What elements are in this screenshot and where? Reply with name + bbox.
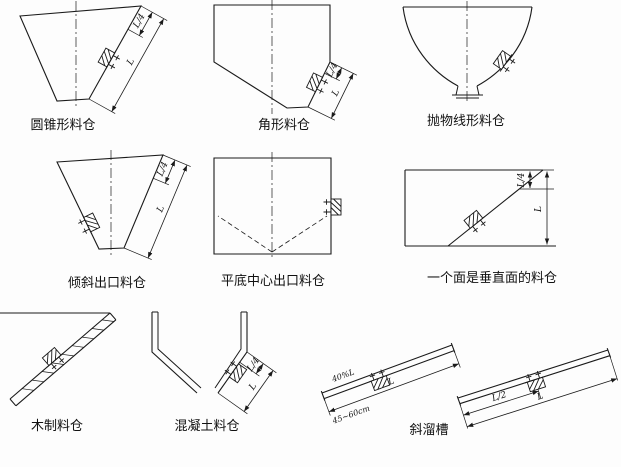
hopper-inner-wall xyxy=(152,311,247,389)
caption: 混凝土料仓 xyxy=(174,418,239,433)
dim-label-full: L xyxy=(534,206,544,213)
vertical-face-hopper-diagram: L/4 L 一个面是垂直面的料仓 xyxy=(404,169,557,285)
dim-label-full: L xyxy=(330,88,342,99)
caption: 木制料仓 xyxy=(31,418,83,433)
chute-right-outline xyxy=(456,348,612,406)
dim-line-full xyxy=(330,73,354,119)
caption: 一个面是垂直面的料仓 xyxy=(427,270,557,285)
dim-label-right-half: L/2 xyxy=(490,390,508,404)
wood-section-hatching xyxy=(21,319,114,391)
dim-line-full xyxy=(243,370,274,412)
wooden-hopper-diagram: 木制料仓 xyxy=(0,312,117,433)
vibrator-icon xyxy=(323,196,342,218)
conical-hopper-diagram: L/4 L 圆锥形料仓 xyxy=(19,1,168,132)
dim-label-right-full: L xyxy=(535,391,545,403)
hopper-outline xyxy=(404,169,556,247)
dim-label-left-full: L xyxy=(386,376,396,388)
dim-line-full xyxy=(147,164,188,259)
dim-label-full: L xyxy=(125,57,137,68)
dim-line-left-full xyxy=(328,363,460,413)
dim-extension-lines xyxy=(217,351,277,415)
dim-line-right-full xyxy=(467,378,618,427)
dim-label-quarter: L/4 xyxy=(517,172,527,188)
caption: 抛物线形料仓 xyxy=(427,113,505,128)
hopper-outline xyxy=(213,157,332,255)
hopper-outer-wall xyxy=(151,312,248,394)
caption: 角形料仓 xyxy=(258,117,310,132)
caption: 圆锥形料仓 xyxy=(30,117,95,132)
vibrator-icon xyxy=(75,210,102,238)
dim-label-quarter: L/4 xyxy=(245,356,262,375)
dim-label-left-offset: 45~60cm xyxy=(330,404,371,426)
inclined-outlet-hopper-diagram: L/4 L 倾斜出口料仓 xyxy=(56,150,191,290)
hopper-outline xyxy=(56,154,164,250)
hopper-outlet xyxy=(452,85,483,99)
internal-flow-dashed-lines xyxy=(217,215,328,253)
dim-label-full: L xyxy=(247,382,259,393)
caption: 倾斜出口料仓 xyxy=(68,275,146,290)
concrete-hopper-diagram: L/4 L 混凝土料仓 xyxy=(151,311,277,433)
inclined-chute-diagram: 40%L L 45~60cm L/2 L 斜溜槽 xyxy=(320,342,619,437)
flat-bottom-center-outlet-hopper-diagram: 平底中心出口料仓 xyxy=(213,152,342,288)
dim-label-full: L xyxy=(155,204,167,214)
dim-label-quarter: L/4 xyxy=(131,12,148,31)
caption: 平底中心出口料仓 xyxy=(221,273,325,288)
dim-line-full xyxy=(111,18,165,112)
dim-label-quarter: L/4 xyxy=(325,61,341,80)
parabolic-hopper-diagram: 抛物线形料仓 xyxy=(402,1,533,128)
angular-hopper-diagram: L/4 L 角形料仓 xyxy=(213,0,358,132)
caption: 斜溜槽 xyxy=(409,422,448,437)
vibrator-icon xyxy=(221,357,249,386)
vibrator-icon xyxy=(96,45,123,74)
hopper-curved-walls xyxy=(402,6,533,87)
dim-extension-lines xyxy=(323,350,461,416)
hopper-outline xyxy=(19,5,142,102)
